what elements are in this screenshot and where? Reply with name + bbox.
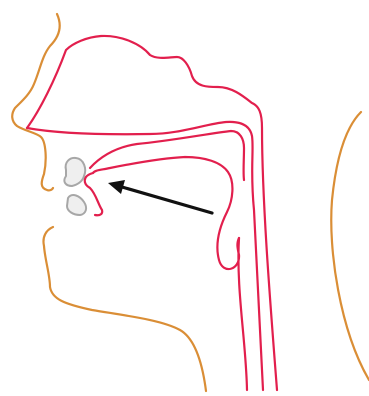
roof-of-mouth-outline <box>90 131 244 180</box>
arrow-shaft <box>122 187 212 213</box>
upper-tooth <box>64 158 85 186</box>
back-of-head-outline <box>331 112 369 380</box>
face-profile-outline <box>12 14 59 190</box>
tongue-outline <box>93 157 239 269</box>
chin-outline <box>43 227 206 391</box>
arrow-head <box>108 180 125 194</box>
nasal-cavity-upper-outline <box>27 36 277 390</box>
larynx-outline <box>238 238 247 390</box>
lower-tooth <box>67 195 86 215</box>
lower-lip-outline <box>85 173 102 215</box>
